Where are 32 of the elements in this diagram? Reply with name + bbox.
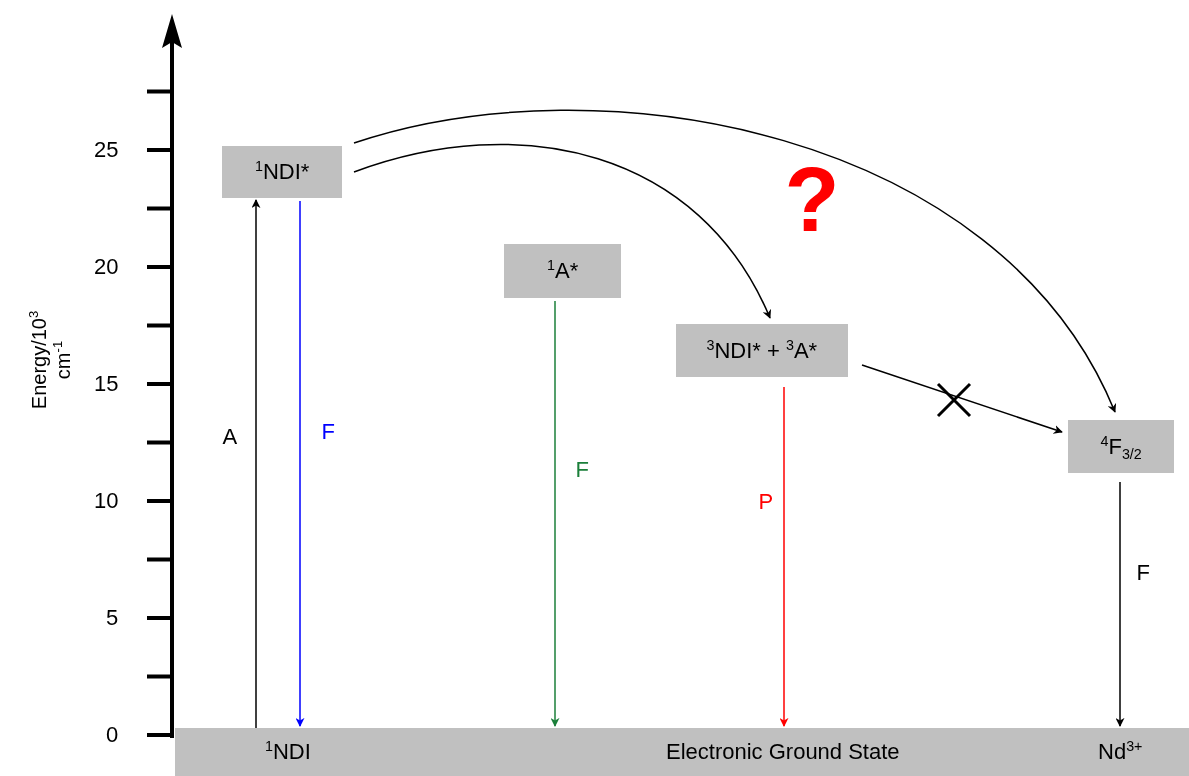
arrow: [861, 364, 1063, 434]
arrow: [251, 199, 261, 729]
energy-level-box: [1068, 420, 1174, 473]
question-mark: ?: [784, 155, 840, 245]
energy-level-box: [676, 324, 848, 377]
state-label: Electronic Ground State: [666, 741, 900, 763]
energy-level-box: [222, 146, 342, 198]
arrow: [779, 386, 789, 727]
edge-label: P: [758, 491, 774, 513]
arrow: [353, 109, 1116, 413]
level-label: $^{3}$NDI* + $^{3}$A*: [706, 339, 818, 362]
edge-label: F: [321, 421, 335, 443]
tick-label: 20: [94, 256, 119, 278]
level-label: $^{4}$F$_{3/2}$: [1100, 435, 1142, 458]
tick-label: 15: [94, 373, 119, 395]
arrow: [353, 144, 771, 319]
ground-state-band: [175, 728, 1189, 776]
tick-label: 10: [94, 490, 119, 512]
tick-label: 0: [106, 724, 119, 746]
state-label: Nd$^{3+}$: [1098, 741, 1143, 763]
energy-level-box: [504, 244, 621, 298]
edge-label: A: [222, 426, 238, 448]
arrow: [550, 300, 560, 727]
edge-label: F: [1136, 562, 1150, 584]
tick-label: 25: [94, 139, 119, 161]
level-label: $^{1}$A*: [547, 260, 579, 282]
edge-label: F: [575, 459, 589, 481]
level-label: $^{1}$NDI*: [255, 161, 310, 183]
tick-label: 5: [106, 607, 119, 629]
arrow: [295, 200, 305, 727]
state-label: $^{1}$NDI: [265, 741, 311, 763]
arrow: [1115, 481, 1125, 727]
